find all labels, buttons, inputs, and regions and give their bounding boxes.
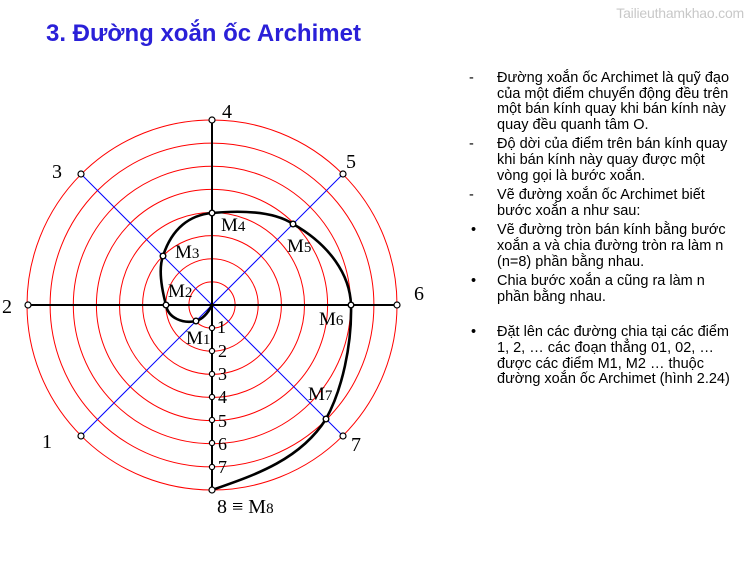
- direction-label-3: 3: [52, 161, 62, 183]
- paragraph-definition: - Đường xoắn ốc Archimet là quỹ đạo của …: [469, 70, 739, 133]
- paragraph-pitch: - Độ dời của điểm trên bán kính quay khi…: [469, 137, 739, 184]
- paragraph-text: Độ dời của điểm trên bán kính quay khi b…: [497, 136, 728, 184]
- direction-label-5: 5: [346, 151, 356, 173]
- bullet-text: Chia bước xoắn a cũng ra làm n phần bằng…: [497, 273, 705, 305]
- description-panel: - Đường xoắn ốc Archimet là quỹ đạo của …: [469, 70, 739, 392]
- bullet-text: Vẽ đường tròn bán kính bằng bước xoắn a …: [497, 222, 726, 270]
- direction-label-4: 4: [222, 101, 232, 123]
- axis-label-6: 6: [218, 434, 227, 454]
- dash-marker: -: [469, 187, 474, 204]
- spiral-point-labels: M1 M2 M3 M4 M5 M6 M7: [168, 215, 344, 405]
- spiral-points: [159, 209, 355, 423]
- axis-label-3: 3: [218, 364, 227, 384]
- axis-label-5: 5: [218, 411, 227, 431]
- paragraph-construction: - Vẽ đường xoắn ốc Archimet biết bước xo…: [469, 187, 739, 219]
- bullet-marker: •: [471, 273, 477, 290]
- direction-label-2: 2: [2, 296, 12, 318]
- direction-label-8-m8: 8 ≡ M8: [217, 496, 274, 518]
- watermark: Tailieuthamkhao.com: [616, 5, 744, 21]
- label-m6: M6: [319, 309, 344, 330]
- label-m2: M2: [168, 281, 192, 302]
- outer-division-points: [24, 116, 401, 494]
- label-m3: M3: [175, 242, 199, 263]
- spiral-curve: [159, 210, 353, 492]
- axis-point-labels: 1 2 3 4 5 6 7: [217, 317, 227, 477]
- bullet-text: Đặt lên các đường chia tại các điểm 1, 2…: [497, 324, 730, 388]
- label-m1: M1: [186, 328, 210, 349]
- direction-labels: 1 2 3 4 5 6 7 8 ≡ M8: [2, 101, 424, 518]
- paragraph-text: Đường xoắn ốc Archimet là quỹ đạo của mộ…: [497, 70, 730, 133]
- axis-label-2: 2: [218, 341, 227, 361]
- page-title: 3. Đường xoắn ốc Archimet: [46, 20, 361, 47]
- archimedes-spiral-diagram: 1 2 3 4 5 6 7 8 ≡ M8 1 2 3 4 5 6 7 M1 M2…: [2, 101, 424, 518]
- axis-label-7: 7: [218, 457, 227, 477]
- direction-label-7: 7: [351, 434, 361, 456]
- label-m4: M4: [221, 215, 246, 236]
- bullet-step-3: • Đặt lên các đường chia tại các điểm 1,…: [469, 324, 739, 388]
- paragraph-text: Vẽ đường xoắn ốc Archimet biết bước xoắn…: [497, 187, 705, 219]
- label-m5: M5: [287, 236, 311, 257]
- bullet-step-2: • Chia bước xoắn a cũng ra làm n phần bằ…: [469, 273, 739, 305]
- axis-label-4: 4: [218, 387, 227, 407]
- axis-label-1: 1: [217, 317, 226, 337]
- dash-marker: -: [469, 70, 474, 86]
- bullet-marker: •: [471, 324, 477, 341]
- direction-label-6: 6: [414, 283, 424, 305]
- dash-marker: -: [469, 136, 474, 153]
- direction-label-1: 1: [42, 431, 52, 453]
- bullet-step-1: • Vẽ đường tròn bán kính bằng bước xoắn …: [469, 223, 739, 270]
- label-m7: M7: [308, 384, 333, 405]
- bullet-marker: •: [471, 222, 477, 239]
- axis-division-points: [208, 324, 216, 471]
